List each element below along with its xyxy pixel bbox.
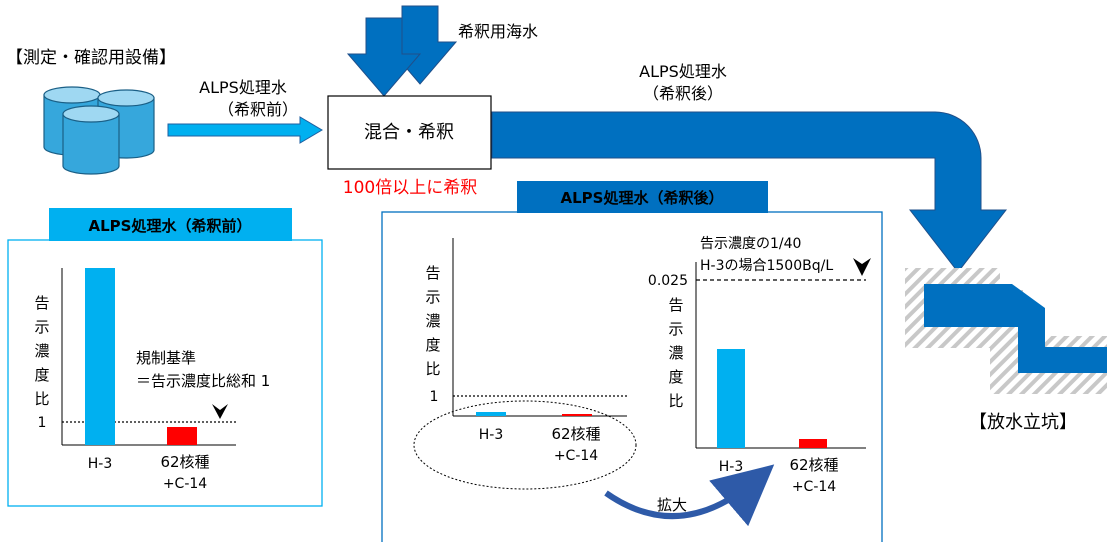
limit-note-line2: H-3の場合1500Bq/L: [700, 258, 833, 274]
seawater-label: 希釈用海水: [458, 22, 538, 41]
expand-arrow-icon: [604, 464, 775, 527]
zoom-highlight-ellipse: [413, 400, 637, 490]
ylabel-char: 告: [425, 264, 440, 282]
ylabel-char: 示: [425, 288, 440, 306]
ylabel-char: 度: [34, 366, 49, 384]
before-flow-line2: （希釈前）: [218, 100, 298, 119]
after-flow-line1: ALPS処理水: [639, 62, 727, 81]
panel-before-title-bg: [49, 208, 292, 241]
category-label: H-3: [88, 456, 113, 472]
bar-62-nuclides: [562, 414, 592, 416]
panel-after-title: ALPS処理水（希釈後）: [561, 189, 724, 207]
after-right-ylabel: 告 示 濃 度 比: [668, 296, 683, 410]
ylabel-char: 比: [34, 390, 49, 408]
regulation-label-line2: ＝告示濃度比総和 1: [136, 372, 270, 390]
category-label: H-3: [479, 427, 504, 443]
category-label: +C-14: [163, 476, 207, 492]
flow-arrow-before: [167, 116, 323, 144]
ylabel-char: 比: [668, 392, 683, 410]
dilution-note: 100倍以上に希釈: [343, 178, 477, 198]
category-label: +C-14: [554, 448, 598, 464]
discharge-shaft: [905, 268, 1107, 394]
after-left-ref-tick-label: 1: [430, 389, 439, 405]
after-flow-line2: （希釈後）: [643, 84, 723, 103]
ylabel-char: 度: [668, 368, 683, 386]
category-label: 62核種: [551, 425, 600, 443]
ylabel-char: 示: [34, 318, 49, 336]
ylabel-char: 濃: [668, 344, 683, 362]
panel-before-title: ALPS処理水（希釈前）: [89, 217, 252, 235]
after-right-ref-tick-label: 0.025: [648, 273, 688, 289]
down-arrow-icon: [212, 404, 228, 419]
seawater-arrow-icon: [346, 17, 422, 97]
ylabel-char: 濃: [34, 342, 49, 360]
panel-after: [381, 211, 883, 542]
flow-arrow-after: [491, 111, 1008, 273]
mixing-box: [327, 95, 492, 170]
before-ylabel: 告 示 濃 度 比: [34, 294, 49, 408]
expand-label: 拡大: [657, 496, 687, 514]
category-label: 62核種: [160, 453, 209, 471]
regulation-label-line1: 規制基準: [136, 349, 196, 367]
category-label: H-3: [719, 459, 744, 475]
bar-h3: [717, 349, 745, 448]
category-label: 62核種: [789, 456, 838, 474]
after-left-ylabel: 告 示 濃 度 比: [425, 264, 440, 378]
category-label: +C-14: [792, 479, 836, 495]
ylabel-char: 比: [425, 360, 440, 378]
mixing-box-label: 混合・希釈: [364, 122, 454, 143]
down-arrow-icon: [853, 258, 871, 276]
ylabel-char: 度: [425, 336, 440, 354]
before-flow-line1: ALPS処理水: [199, 78, 287, 97]
ylabel-char: 示: [668, 320, 683, 338]
limit-note-line1: 告示濃度の1/40: [700, 236, 801, 252]
storage-tanks-icon: [43, 86, 155, 175]
ylabel-char: 濃: [425, 312, 440, 330]
panel-after-title-bg: [517, 181, 768, 213]
bar-62-nuclides: [167, 427, 197, 445]
bar-62-nuclides: [799, 439, 827, 448]
bar-h3: [476, 412, 506, 416]
bar-h3: [85, 268, 115, 445]
ylabel-char: 告: [34, 294, 49, 312]
ylabel-char: 告: [668, 296, 683, 314]
before-ref-tick-label: 1: [38, 415, 47, 431]
facility-label: 【測定・確認用設備】: [6, 48, 176, 68]
shaft-label: 【放水立坑】: [969, 412, 1077, 433]
